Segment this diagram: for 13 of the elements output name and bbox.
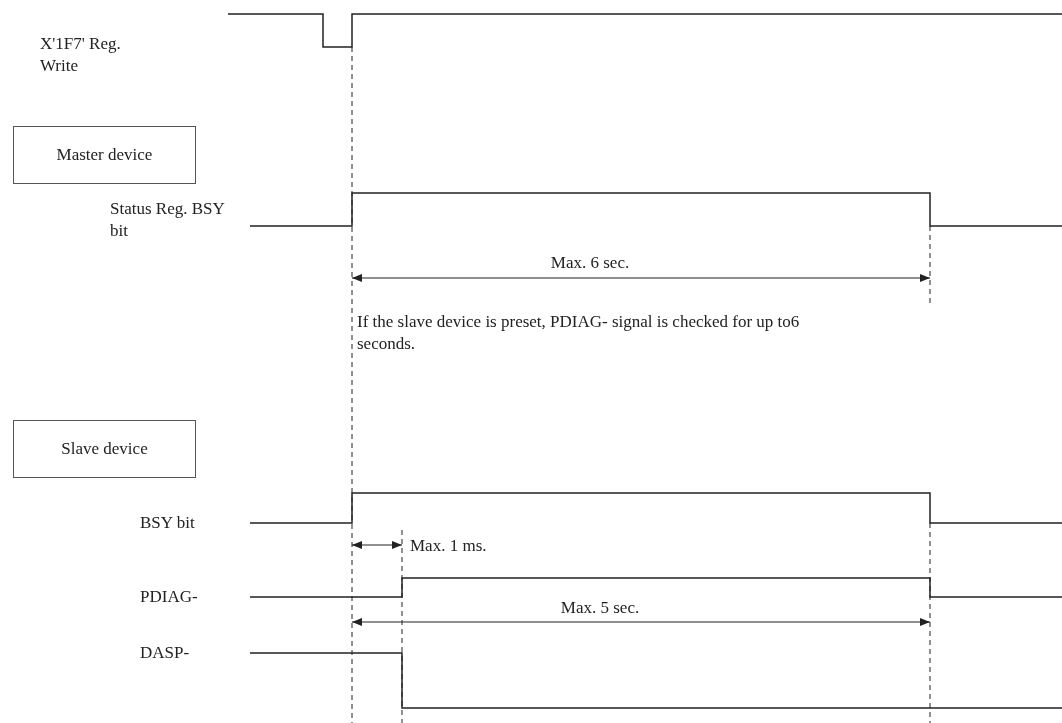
signal-name: X'1F7' Reg. Write (40, 33, 122, 77)
duration-label: Max. 5 sec. (559, 597, 641, 619)
group-box (13, 420, 196, 478)
duration-label: Max. 6 sec. (549, 252, 631, 274)
group-box (13, 126, 196, 184)
group-title: Slave device (61, 439, 148, 459)
signal-name: BSY bit (140, 512, 196, 534)
signal-name: PDIAG- (140, 586, 199, 608)
note-text: If the slave device is preset, PDIAG- signal is checked for up to6 seconds. (357, 311, 801, 355)
signal-name: Status Reg. BSY bit (110, 198, 226, 242)
group-title: Master device (56, 145, 153, 165)
signal-name: DASP- (140, 642, 191, 664)
duration-label: Max. 1 ms. (410, 535, 488, 557)
